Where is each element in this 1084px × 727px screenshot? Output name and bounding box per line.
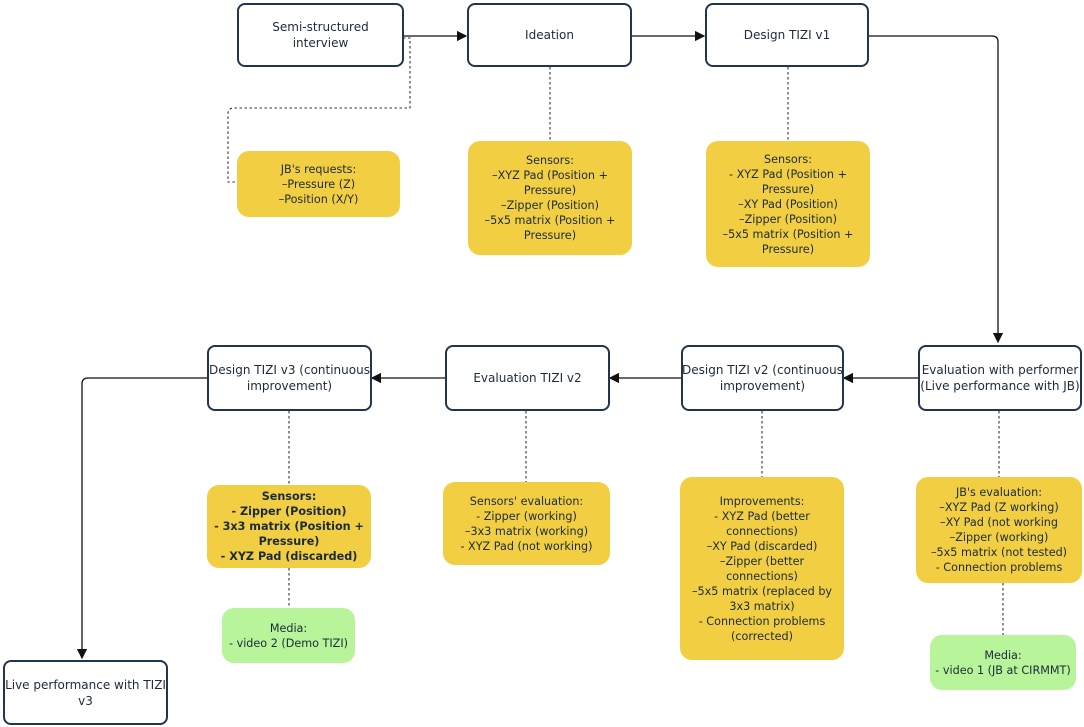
box-semi-structured-interview: Semi-structured interview (237, 3, 404, 67)
note-line: –XY Pad (Position) (738, 197, 838, 211)
note-line: –Zipper (Position) (739, 212, 837, 226)
note-sensors-evaluation: Sensors' evaluation: - Zipper (working) … (443, 482, 610, 565)
note-line: - XYZ Pad (not working) (460, 539, 593, 553)
note-line: –5x5 matrix (Position + (722, 227, 854, 241)
note-v1-sensors: Sensors: - XYZ Pad (Position + Pressure)… (706, 141, 870, 267)
note-line: (corrected) (731, 629, 793, 643)
box-label-line: Evaluation with performer (921, 363, 1079, 377)
media-video-2: Media: - video 2 (Demo TIZI) (222, 608, 355, 663)
media-line: - video 2 (Demo TIZI) (228, 636, 348, 650)
note-line: - XYZ Pad (discarded) (220, 550, 358, 563)
note-line: - XYZ Pad (Position + (729, 167, 847, 181)
note-line: –Zipper (working) (949, 531, 1049, 544)
box-label: Design TIZI v1 (743, 28, 831, 42)
note-ideation-sensors: Sensors: –XYZ Pad (Position + Pressure) … (468, 141, 632, 255)
box-design-tizi-v3: Design TIZI v3 (continuous improvement) (207, 345, 372, 411)
box-label-line: (Live performance with JB) (920, 379, 1080, 393)
note-line: –Zipper (better (719, 554, 805, 568)
note-line: Pressure) (523, 184, 577, 197)
note-line: –Position (X/Y) (278, 192, 359, 206)
note-line: –3x3 matrix (working) (464, 524, 589, 538)
note-line: Sensors: (526, 154, 574, 167)
note-line: Pressure) (523, 229, 577, 242)
box-design-tizi-v2: Design TIZI v2 (continuous improvement) (681, 345, 844, 411)
note-line: –XYZ Pad (Z working) (939, 501, 1059, 514)
note-line: Sensors' evaluation: (469, 494, 584, 508)
box-label: Ideation (525, 28, 574, 42)
box-design-tizi-v1: Design TIZI v1 (705, 3, 869, 67)
note-line: –5x5 matrix (Position + (484, 214, 616, 227)
box-ideation: Ideation (467, 3, 632, 67)
note-line: –XY Pad (not working (939, 516, 1059, 529)
note-line: connections) (726, 524, 798, 538)
note-line: –XY Pad (discarded) (706, 539, 818, 553)
note-v3-sensors: Sensors: - Zipper (Position) - 3x3 matri… (207, 485, 371, 568)
box-label-line: Design TIZI v3 (continuous (209, 363, 370, 377)
note-line: - Zipper (working) (476, 509, 577, 523)
note-line: 3x3 matrix) (729, 599, 795, 613)
media-line: - video 1 (JB at CIRMMT) (935, 663, 1071, 677)
box-label-line: v3 (78, 693, 93, 708)
note-improvements: Improvements: - XYZ Pad (better connecti… (680, 477, 844, 660)
note-line: –5x5 matrix (replaced by (691, 584, 833, 598)
note-line: Sensors: (764, 152, 812, 166)
box-label-line: Live performance with TIZI (5, 677, 166, 692)
box-evaluation-tizi-v2: Evaluation TIZI v2 (445, 345, 610, 411)
note-line: –Zipper (Position) (501, 199, 599, 212)
box-label-line: Design TIZI v2 (continuous (682, 363, 843, 377)
dash-interview-requests (227, 37, 411, 183)
arrow-v3-to-live (76, 377, 207, 660)
note-line: –5x5 matrix (not tested) (930, 546, 1068, 559)
note-line: Pressure) (761, 242, 815, 256)
note-line: connections) (726, 569, 798, 583)
note-line: –XYZ Pad (Position + (492, 169, 608, 182)
note-line: - Connection problems (935, 561, 1063, 574)
note-line: JB's requests: (280, 162, 357, 176)
note-line: Improvements: (719, 494, 805, 508)
box-label: Semi-structured interview (272, 20, 369, 50)
media-line: Media: (269, 621, 308, 635)
box-evaluation-with-performer: Evaluation with performer (Live performa… (918, 345, 1082, 411)
media-line: Media: (984, 648, 1022, 662)
media-video-1: Media: - video 1 (JB at CIRMMT) (930, 635, 1076, 690)
note-line: JB's evaluation: (955, 486, 1043, 499)
note-jb-evaluation: JB's evaluation: –XYZ Pad (Z working) –X… (916, 477, 1082, 583)
note-line: - Connection problems (698, 614, 826, 628)
note-line: Pressure) (761, 182, 815, 196)
arrow-v1-to-evaluation (869, 35, 1004, 344)
box-label-line: improvement) (719, 379, 806, 393)
note-line: Sensors: (261, 490, 317, 503)
note-line: –Pressure (Z) (281, 177, 356, 191)
note-line: Pressure) (258, 535, 320, 548)
note-jb-requests: JB's requests: –Pressure (Z) –Position (… (237, 151, 400, 217)
note-line: - XYZ Pad (better (714, 509, 810, 523)
box-live-performance-v3: Live performance with TIZI v3 (3, 660, 168, 725)
box-label-line: improvement) (246, 379, 333, 393)
box-label: Evaluation TIZI v2 (473, 371, 582, 385)
note-line: - 3x3 matrix (Position + (214, 520, 364, 533)
note-line: - Zipper (Position) (231, 505, 347, 518)
